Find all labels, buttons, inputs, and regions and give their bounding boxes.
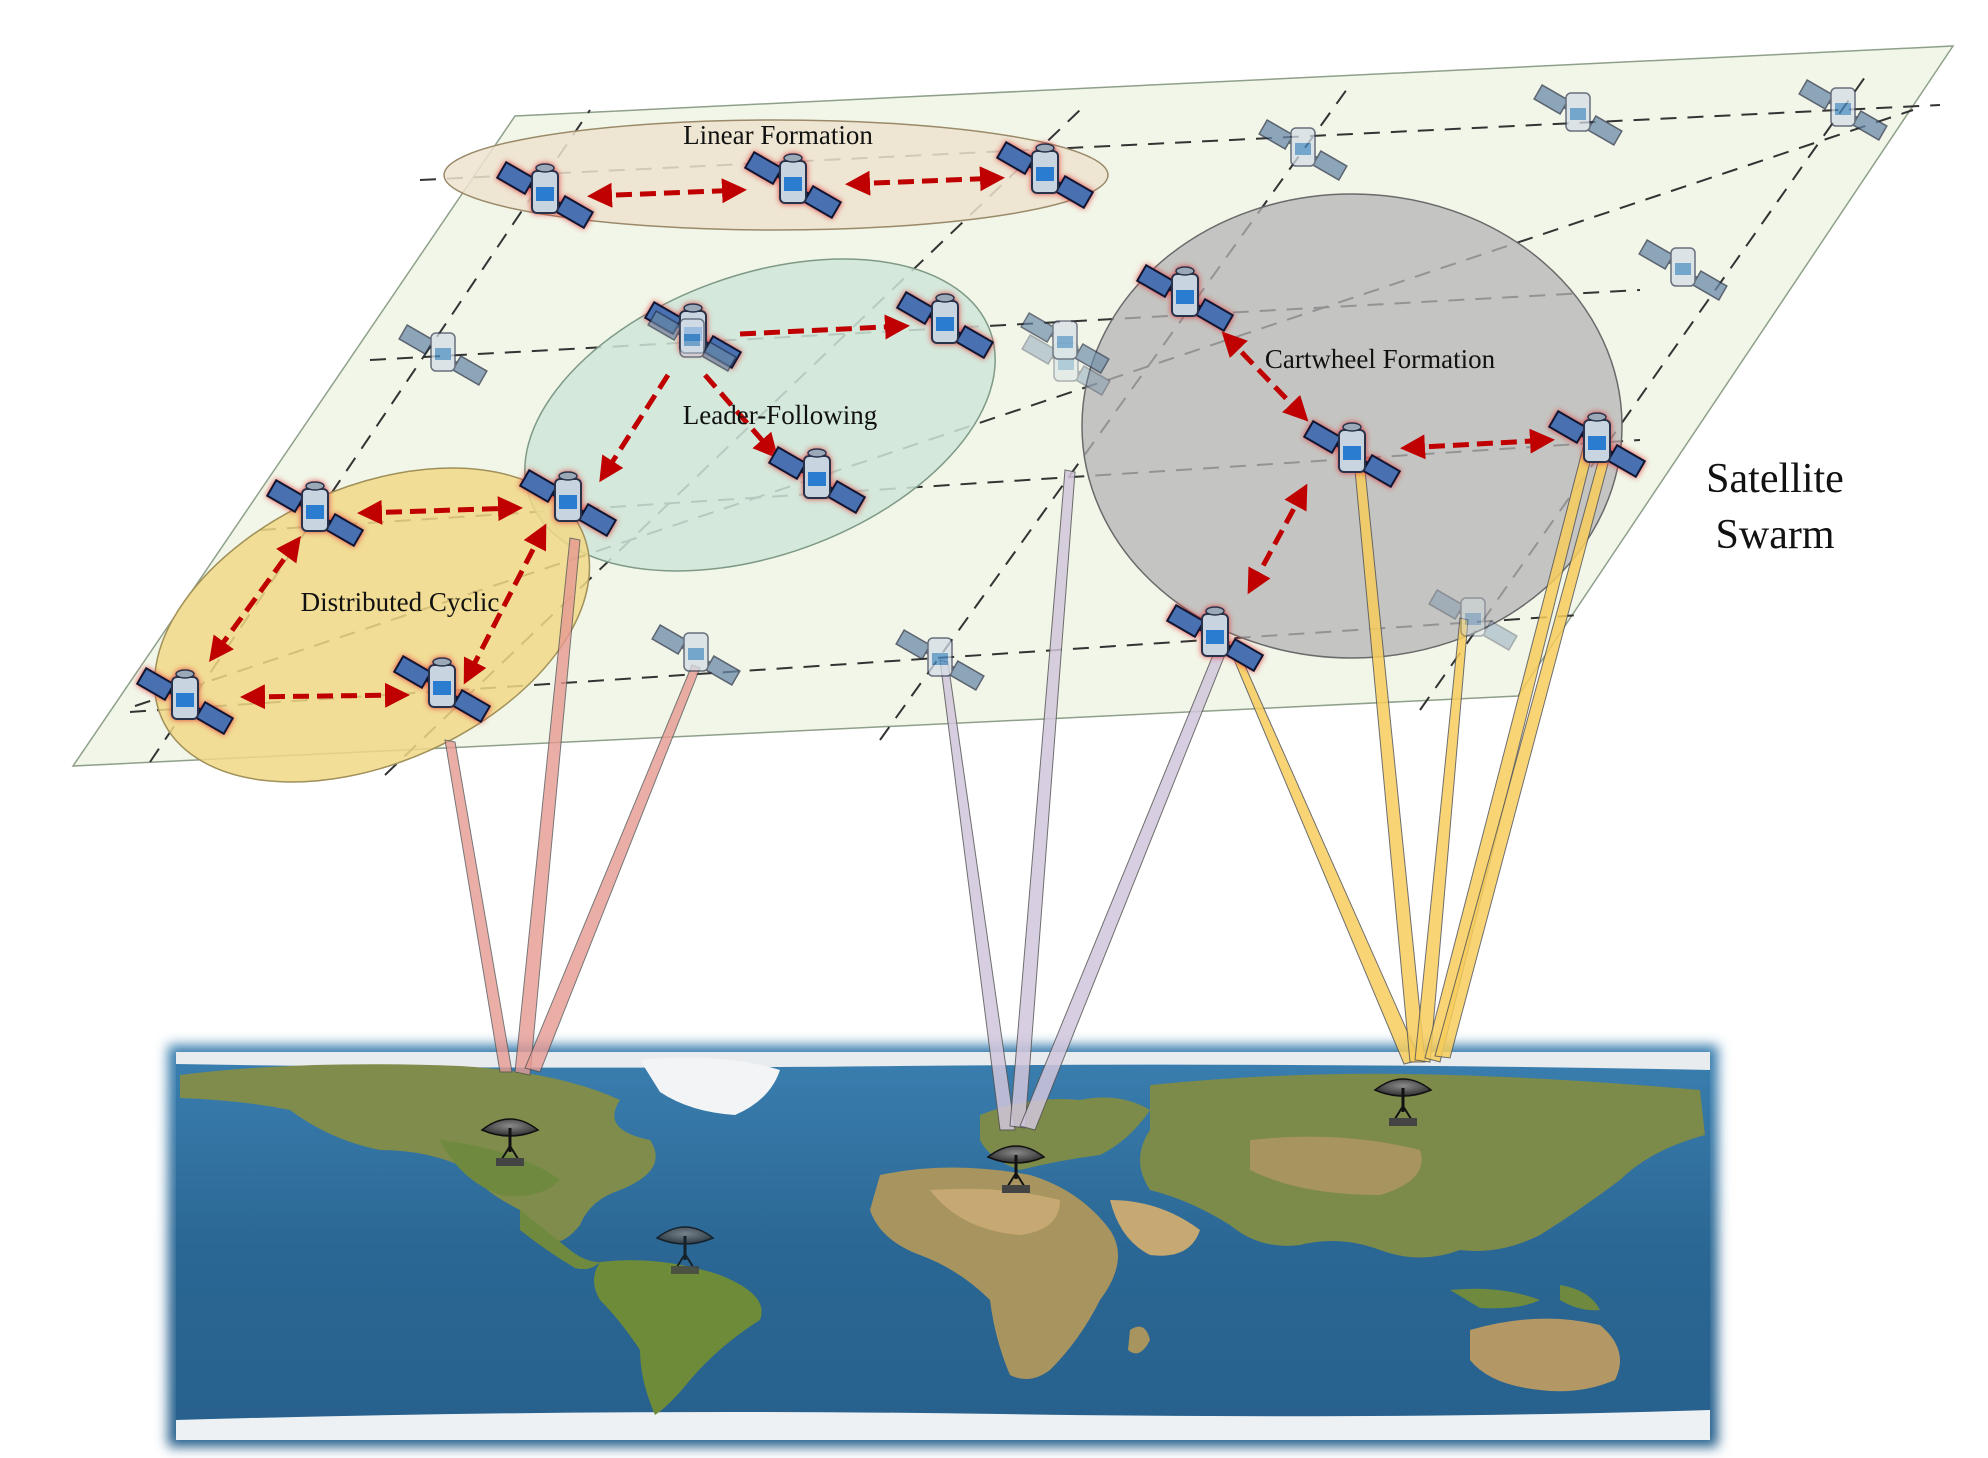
asia-landmass	[1140, 1073, 1705, 1258]
distributed-cyclic-label: Distributed Cyclic	[301, 587, 500, 617]
satellite-swarm-label-line2: Swarm	[1716, 512, 1835, 558]
north-america-landmass	[180, 1064, 656, 1243]
linear-formation-label: Linear Formation	[683, 120, 873, 150]
ground-station-icon	[480, 1118, 540, 1166]
leader-following-label: Leader-Following	[683, 400, 877, 430]
satellites	[137, 142, 1645, 734]
cartwheel-formation-label: Cartwheel Formation	[1265, 344, 1496, 374]
downlink-beams	[444, 439, 1611, 1131]
greenland-landmass	[640, 1057, 780, 1115]
ground-stations	[480, 1077, 1433, 1276]
africa-landmass	[870, 1167, 1118, 1379]
satellite-swarm-label-line1: Satellite	[1706, 456, 1844, 502]
satellite-icon	[495, 160, 595, 230]
south-america-landmass	[594, 1260, 762, 1415]
inter-satellite-links	[209, 166, 1555, 710]
satellite-icon	[398, 324, 488, 386]
inactive-satellites	[398, 78, 1889, 692]
world-map	[168, 1045, 1718, 1447]
australia-landmass	[1470, 1318, 1620, 1392]
